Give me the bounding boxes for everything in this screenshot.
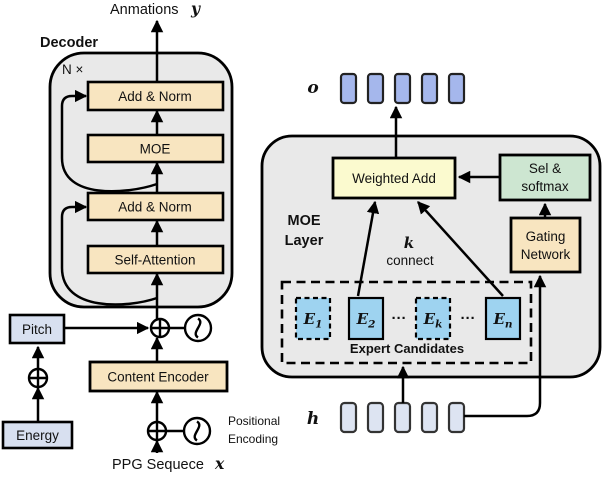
energy-box bbox=[1, 420, 74, 450]
arrow-expert2-to-weightedadd bbox=[356, 200, 380, 297]
expert-ek-label: Ek bbox=[423, 310, 443, 331]
o-token bbox=[420, 72, 439, 105]
output-var: y bbox=[190, 0, 201, 18]
weighted-add-box bbox=[331, 156, 457, 200]
expert-e1-label: E1 bbox=[303, 310, 323, 331]
self-attention-box bbox=[86, 244, 225, 275]
decoder-title: Decoder bbox=[40, 35, 98, 51]
expert-dots-left: ··· bbox=[392, 310, 407, 327]
expert-candidates-container bbox=[280, 280, 533, 365]
h-token bbox=[393, 401, 412, 434]
input-var: x bbox=[214, 454, 225, 473]
h-var: h bbox=[307, 409, 319, 429]
residual-skip-moe bbox=[60, 89, 158, 193]
add-norm-mid-label: Add & Norm bbox=[118, 200, 192, 215]
decoder-panel bbox=[48, 51, 234, 309]
gating-network-box bbox=[509, 216, 582, 274]
gating-label-2: Network bbox=[521, 247, 571, 262]
plus-icon-energy bbox=[27, 367, 49, 389]
positional-encoding-label-2: Encoding bbox=[228, 432, 278, 446]
sel-softmax-label-1: Sel & bbox=[529, 161, 561, 176]
content-encoder-label: Content Encoder bbox=[107, 370, 209, 385]
moe-layer-title-2: Layer bbox=[285, 233, 324, 249]
positional-encoding-label-1: Positional bbox=[228, 414, 280, 428]
arrow-expertn-to-weightedadd bbox=[417, 201, 504, 297]
h-token bbox=[366, 401, 385, 434]
connect-label: connect bbox=[386, 253, 434, 268]
plus-icon-lower bbox=[146, 420, 168, 442]
add-norm-top-box bbox=[86, 80, 225, 112]
positional-encoding-icon-lower bbox=[182, 416, 212, 446]
o-token bbox=[366, 72, 385, 105]
h-token bbox=[339, 401, 358, 434]
moe-layer-title-1: MOE bbox=[287, 213, 320, 229]
repeat-label: N × bbox=[62, 62, 83, 77]
expert-box-e2 bbox=[347, 296, 385, 341]
plus-icon-main bbox=[149, 317, 171, 339]
expert-en-label: En bbox=[492, 310, 512, 331]
pitch-box bbox=[8, 313, 66, 345]
o-token bbox=[393, 72, 412, 105]
energy-label: Energy bbox=[16, 428, 59, 443]
output-label: Anmations bbox=[110, 2, 179, 18]
residual-skip-selfattn bbox=[60, 200, 158, 306]
self-attention-label: Self-Attention bbox=[114, 253, 195, 268]
expert-dots-right: ··· bbox=[461, 310, 476, 327]
expert-box-ek bbox=[414, 296, 452, 341]
gating-label-1: Gating bbox=[526, 229, 566, 244]
o-token-row bbox=[339, 72, 466, 105]
arrow-h-to-gating bbox=[464, 274, 547, 418]
add-norm-top-label: Add & Norm bbox=[118, 89, 192, 104]
o-token bbox=[339, 72, 358, 105]
pitch-label: Pitch bbox=[22, 322, 52, 337]
input-label: PPG Sequece bbox=[112, 457, 204, 473]
content-encoder-box bbox=[88, 360, 229, 393]
weighted-add-label: Weighted Add bbox=[352, 171, 436, 186]
h-token bbox=[447, 401, 466, 434]
expert-candidates-label: Expert Candidates bbox=[350, 341, 464, 356]
positional-encoding-icon-upper bbox=[183, 313, 213, 343]
expert-box-en bbox=[484, 296, 522, 341]
o-token bbox=[447, 72, 466, 105]
expert-e2-label: E2 bbox=[356, 310, 376, 331]
moe-label: MOE bbox=[140, 142, 171, 157]
expert-box-e1 bbox=[294, 296, 332, 341]
k-var: k bbox=[404, 234, 414, 252]
o-var: o bbox=[307, 78, 318, 98]
sel-softmax-label-2: softmax bbox=[521, 179, 569, 194]
h-token bbox=[420, 401, 439, 434]
h-token-row bbox=[339, 401, 466, 434]
sel-softmax-box bbox=[498, 153, 592, 202]
add-norm-mid-box bbox=[86, 191, 225, 222]
moe-box bbox=[86, 133, 225, 164]
